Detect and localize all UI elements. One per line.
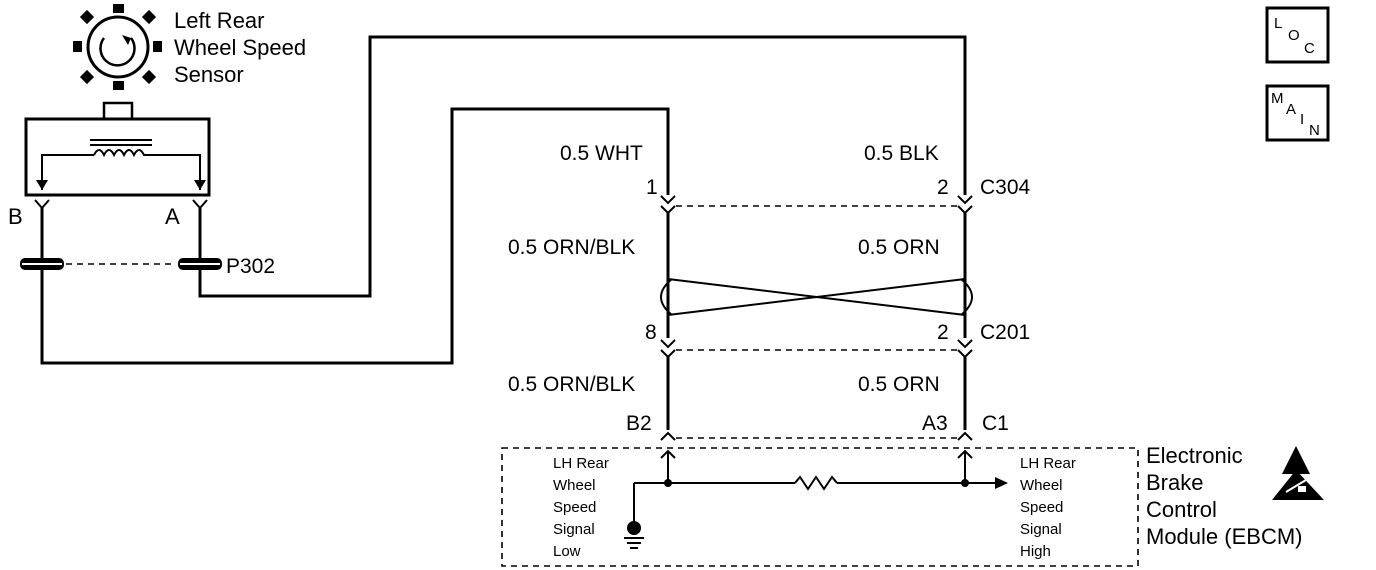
right-signal-line: LH Rear <box>1020 455 1076 472</box>
left-signal-line: Signal <box>553 521 595 538</box>
loc-button-letter: O <box>1288 27 1300 44</box>
tone-wheel-icon <box>73 4 162 90</box>
wire-label-top-left: 0.5 WHT <box>560 142 643 165</box>
left-signal-line: Speed <box>553 499 596 516</box>
right-signal-line: Signal <box>1020 521 1062 538</box>
loc-button[interactable]: L O C <box>1265 6 1330 64</box>
c1-connector <box>660 431 973 441</box>
wire-label-mid-left: 0.5 ORN/BLK <box>508 236 635 259</box>
pin-c304-right: 2 <box>937 176 949 199</box>
wire-sensor-a-to-blk <box>198 35 967 298</box>
right-signal-line: High <box>1020 543 1051 560</box>
sensor-title-line2: Wheel Speed <box>174 35 306 60</box>
wire-label-mid-right: 0.5 ORN <box>858 236 940 259</box>
pin-c201-right: 2 <box>937 321 949 344</box>
wire-label-low-right: 0.5 ORN <box>858 373 940 396</box>
connector-c201-label: C201 <box>980 321 1030 344</box>
ebcm-name-line: Electronic <box>1146 443 1243 468</box>
ebcm-module-box <box>501 447 1139 567</box>
p302-connector <box>20 258 222 270</box>
c304-connector <box>660 195 973 215</box>
coil-icon <box>41 149 201 190</box>
left-signal-line: Wheel <box>553 477 596 494</box>
wire-label-low-left: 0.5 ORN/BLK <box>508 373 635 396</box>
main-button-letter: N <box>1309 122 1320 139</box>
ebcm-name-line: Control <box>1146 497 1217 522</box>
sensor-title-line3: Sensor <box>174 62 244 87</box>
pin-c1-left: B2 <box>626 412 652 435</box>
connector-p302-label: P302 <box>226 255 275 278</box>
ebcm-internal-circuit <box>633 449 1008 522</box>
ebcm-name: Electronic Brake Control Module (EBCM) <box>1146 443 1302 549</box>
right-signal-line: Wheel <box>1020 477 1063 494</box>
ebcm-name-line: Brake <box>1146 470 1203 495</box>
wire-sensor-b-to-wht <box>40 107 670 365</box>
wire-label-top-right: 0.5 BLK <box>864 142 939 165</box>
main-button-letter: I <box>1300 111 1304 128</box>
left-signal-line: LH Rear <box>553 455 609 472</box>
main-button-letter: A <box>1286 101 1296 118</box>
ebcm-name-line: Module (EBCM) <box>1146 524 1302 549</box>
sensor-body <box>24 101 211 197</box>
connector-c1-label: C1 <box>982 412 1009 435</box>
ground-icon <box>624 521 644 549</box>
loc-button-letter: C <box>1304 40 1315 57</box>
right-signal-label: LH Rear Wheel Speed Signal High <box>1020 455 1076 560</box>
left-signal-label: LH Rear Wheel Speed Signal Low <box>553 455 609 560</box>
connector-c304-label: C304 <box>980 176 1031 199</box>
loc-button-letter: L <box>1274 15 1282 32</box>
c201-connector <box>660 339 973 359</box>
sensor-terminals <box>34 199 208 258</box>
sensor-terminal-a: A <box>165 204 180 229</box>
main-button-letter: M <box>1271 90 1284 107</box>
sensor-terminal-b: B <box>8 204 23 229</box>
left-signal-line: Low <box>553 543 581 560</box>
pin-c1-right: A3 <box>922 412 948 435</box>
twisted-pair-icon <box>660 278 973 316</box>
sensor-title-line1: Left Rear <box>174 8 265 33</box>
pin-c201-left: 8 <box>645 321 657 344</box>
right-signal-line: Speed <box>1020 499 1063 516</box>
esd-warning-icon <box>1272 446 1324 500</box>
main-button[interactable]: M A I N <box>1265 84 1330 142</box>
resistor-icon <box>794 475 838 491</box>
pin-c304-left: 1 <box>646 176 658 199</box>
